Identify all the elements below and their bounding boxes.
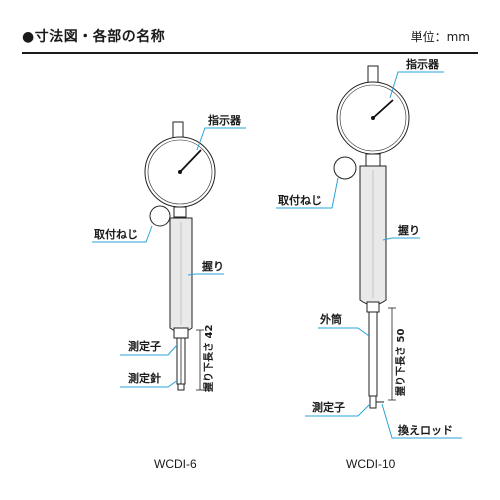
right-dial-needle — [372, 99, 394, 119]
left-instrument: 握り下長さ 42 指示器 取付ねじ 握り 測定子 測定針 WCDI-6 — [92, 113, 246, 471]
right-model-name: WCDI-10 — [346, 457, 396, 471]
left-neck — [173, 206, 187, 218]
left-dial-ring — [147, 139, 213, 205]
left-dial-pivot — [178, 170, 182, 174]
section-title: ●寸法図・各部の名称 — [22, 29, 166, 45]
left-model-name: WCDI-6 — [154, 457, 197, 471]
right-outer-tube — [368, 311, 378, 397]
right-instrument: 握り下長さ 50 指示器 取付ねじ 握り 外筒 測定子 換えロッド WCDI-1… — [276, 57, 462, 471]
left-grip-label: 握り — [202, 259, 224, 273]
right-probe-label: 測定子 — [312, 400, 345, 414]
left-needle-leader — [120, 379, 179, 388]
left-grip-leader — [187, 273, 224, 276]
right-mount-screw — [333, 156, 357, 180]
unit-label: 単位：mm — [410, 30, 470, 44]
header-divider — [22, 52, 478, 54]
left-mount-screw — [149, 205, 171, 227]
right-dial-ring — [339, 84, 407, 152]
left-needle-label: 測定針 — [128, 371, 161, 385]
right-dial-pivot — [371, 116, 375, 120]
left-indicator-label: 指示器 — [208, 113, 242, 127]
right-mount-label: 取付ねじ — [278, 193, 322, 207]
right-indicator-label: 指示器 — [406, 57, 440, 71]
right-tube-label: 外筒 — [319, 312, 342, 326]
left-probe-tip — [177, 383, 185, 391]
left-mount-label: 取付ねじ — [94, 227, 138, 241]
right-collar — [366, 301, 380, 313]
right-probe-tip — [369, 395, 377, 409]
right-probe-leader — [305, 403, 371, 417]
left-indicator-leader — [196, 127, 246, 151]
left-collar — [173, 327, 189, 339]
right-grip-leader — [382, 237, 420, 241]
left-probe-leader — [120, 344, 178, 356]
left-dimension-label: 握り下長さ 42 — [202, 325, 215, 392]
right-rod-leader — [381, 403, 462, 439]
right-grip-label: 握り — [398, 223, 420, 237]
left-probe-label: 測定子 — [128, 339, 161, 353]
left-mount-leader — [92, 225, 153, 243]
left-dial-needle — [179, 149, 202, 173]
right-dimension-label: 握り下長さ 50 — [394, 329, 407, 396]
right-tube-leader — [318, 327, 370, 337]
right-neck — [365, 153, 381, 167]
right-rod-label: 換えロッド — [398, 423, 453, 437]
right-mount-leader — [276, 177, 339, 209]
right-indicator-leader — [389, 71, 444, 99]
